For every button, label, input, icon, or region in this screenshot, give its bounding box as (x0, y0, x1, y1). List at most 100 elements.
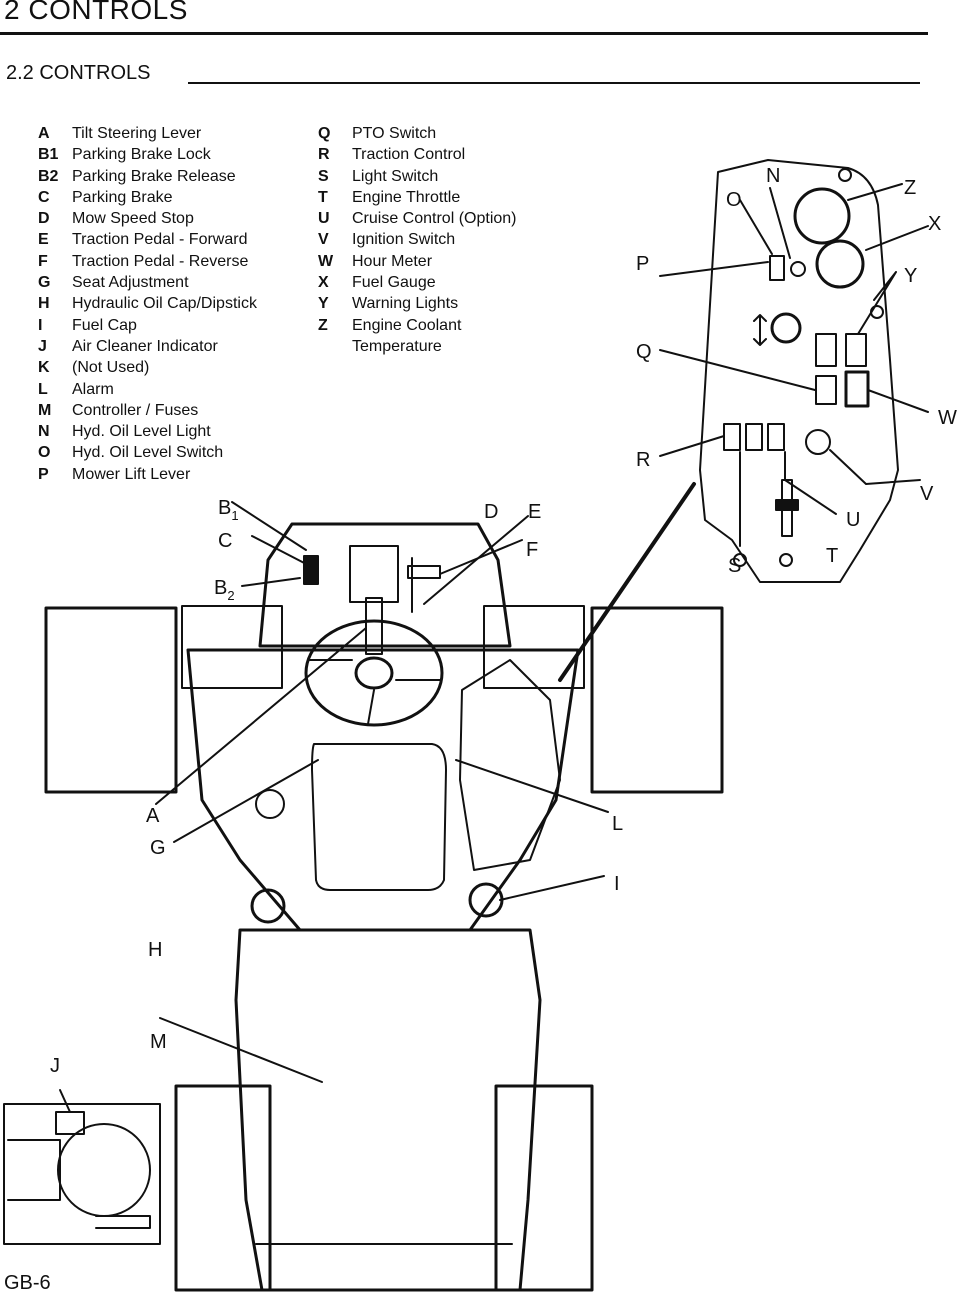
rear-body (234, 928, 542, 1292)
legend-text: Mower Lift Lever (72, 465, 191, 483)
legend-row: X Fuel Gauge (318, 272, 517, 293)
legend-key: G (38, 274, 51, 292)
callout-B2: B2 (214, 577, 235, 603)
legend-row: L Alarm (38, 379, 257, 400)
legend-text: Hyd. Oil Level Light (72, 423, 211, 441)
legend-key: D (38, 210, 50, 228)
traction-switch-2 (745, 423, 763, 451)
mower-lift-lever-knob (770, 312, 802, 344)
legend-text: Parking Brake (72, 188, 173, 206)
callout-S: S (728, 555, 741, 577)
legend-key: O (38, 444, 51, 462)
legend-text: (Not Used) (72, 359, 150, 377)
legend-key: A (38, 125, 50, 142)
steering-wheel (304, 619, 444, 727)
wheel-front-left (44, 606, 178, 794)
chapter-rule (0, 32, 928, 35)
legend-key: E (38, 231, 49, 249)
legend-key: B1 (38, 146, 59, 164)
legend-key: U (318, 210, 330, 228)
wheel-front-right (590, 606, 724, 794)
right-control-console (459, 659, 561, 871)
air-cleaner-housing (57, 1123, 151, 1217)
legend-key: L (38, 380, 48, 398)
legend-text: Tilt Steering Lever (72, 125, 202, 142)
legend-row: C Parking Brake (38, 187, 257, 208)
fuel-cap-icon (468, 882, 504, 918)
legend-key: P (38, 465, 49, 483)
legend-text: Controller / Fuses (72, 401, 199, 419)
legend-row: H Hydraulic Oil Cap/Dipstick (38, 293, 257, 314)
fuel-gauge-icon (815, 239, 865, 289)
warning-light-left (815, 333, 837, 367)
callout-H: H (148, 939, 162, 961)
coolant-gauge-icon (793, 187, 851, 245)
legend-text: Traction Control (352, 146, 466, 164)
legend-row: A Tilt Steering Lever (38, 123, 257, 144)
callout-E: E (528, 501, 541, 523)
callout-T: T (826, 545, 838, 567)
callout-Z: Z (904, 177, 916, 199)
callout-G: G (150, 837, 166, 859)
legend-text: Engine Coolant (352, 316, 462, 334)
legend-key: H (38, 295, 50, 313)
hyd-oil-switch (769, 255, 785, 281)
legend-text: Ignition Switch (352, 231, 456, 249)
callout-I: I (614, 873, 620, 895)
callout-Y: Y (904, 265, 917, 287)
legend-text: Fuel Cap (72, 316, 137, 334)
callout-R: R (636, 449, 650, 471)
callout-B1: B1 (218, 497, 239, 523)
hood-top-block (349, 545, 399, 603)
section-rule (188, 82, 920, 84)
legend-key: Z (318, 316, 328, 334)
traction-pedal (407, 565, 441, 579)
dash-body (186, 648, 580, 932)
panel-screw-right (870, 305, 884, 319)
seat-adjust-knob (255, 789, 285, 819)
seat (311, 743, 447, 891)
warning-light-right (845, 333, 867, 367)
legend-text: Air Cleaner Indicator (72, 337, 218, 355)
light-switch (767, 423, 785, 451)
legend-key: F (38, 252, 48, 270)
callout-Q: Q (636, 341, 652, 363)
callout-O: O (726, 189, 742, 211)
lift-arrow-icon (753, 314, 767, 346)
legend-key: W (318, 252, 334, 270)
legend-key: X (318, 274, 329, 292)
legend-row: Z Engine Coolant (318, 315, 517, 336)
legend-key: Y (318, 295, 329, 313)
legend-key: I (38, 316, 43, 334)
page-number: GB-6 (4, 1272, 51, 1294)
legend-key: R (318, 146, 330, 164)
legend-row: R Traction Control (318, 144, 517, 165)
legend-text: Hydraulic Oil Cap/Dipstick (72, 295, 257, 313)
legend-row: I Fuel Cap (38, 315, 257, 336)
legend-text: Parking Brake Release (72, 167, 236, 185)
legend-text: Parking Brake Lock (72, 146, 211, 164)
legend-key: C (38, 188, 50, 206)
legend-key: B2 (38, 167, 59, 185)
legend-text: Alarm (72, 380, 114, 398)
callout-W: W (938, 407, 957, 429)
legend-text: Fuel Gauge (352, 274, 436, 292)
callout-M: M (150, 1031, 167, 1053)
steering-column (365, 597, 383, 655)
legend-text: Engine Throttle (352, 188, 461, 206)
legend-key: S (318, 167, 329, 185)
chapter-title: 2 CONTROLS (4, 0, 188, 25)
